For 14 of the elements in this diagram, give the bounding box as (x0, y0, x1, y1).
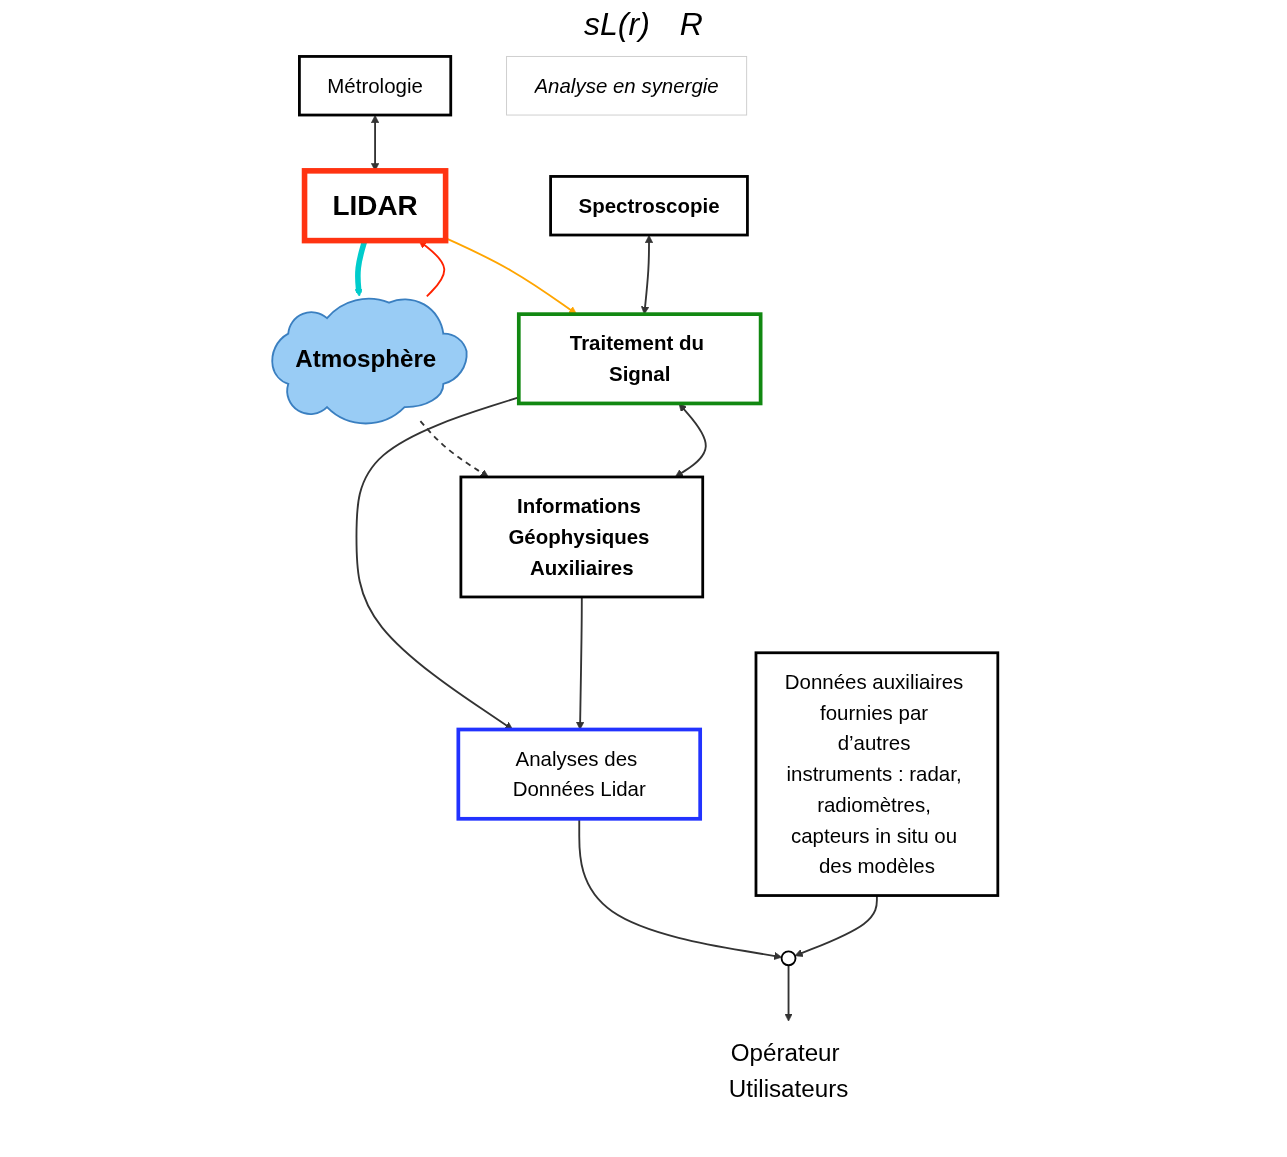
node-box: Spectroscopie (549, 175, 749, 237)
node-box: Métrologie (297, 55, 453, 117)
node-box: Traitement du Signal (516, 312, 763, 406)
node-box: Analyses des Données Lidar (456, 727, 702, 821)
arrow (640, 235, 654, 315)
node-box: Données auxiliaires fournies par d’autres instruments : radar, radiomètres, capteurs in situ ou des modèles (754, 651, 1000, 897)
arrow (784, 964, 793, 1022)
node-box: Informations Géophysiques Auxiliaires (459, 475, 705, 599)
node-box: LIDAR (301, 168, 449, 244)
node-text: Opérateur Utilisateurs (728, 1038, 849, 1103)
signal-label: R (679, 6, 703, 43)
node-circle (780, 950, 797, 967)
signal-label: sL(r) (584, 6, 650, 43)
arrow (576, 596, 585, 730)
